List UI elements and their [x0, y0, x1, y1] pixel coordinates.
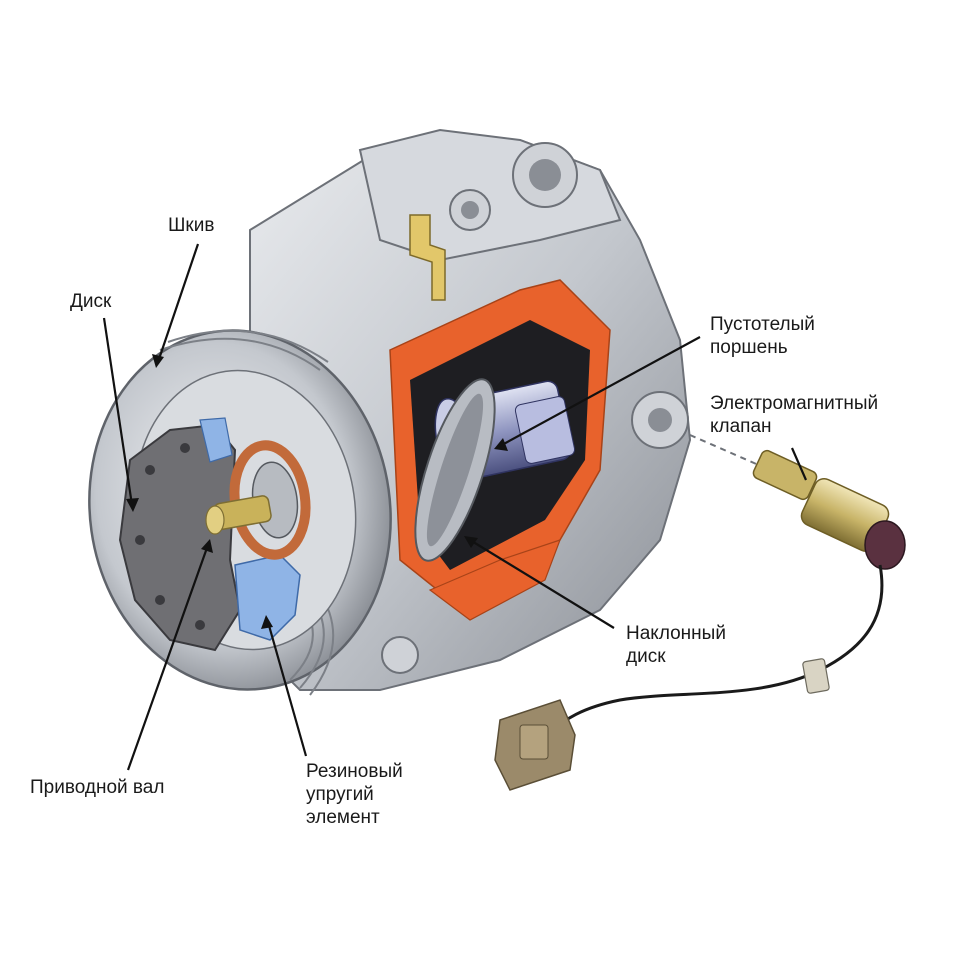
arrowhead-drive-shaft	[201, 539, 213, 553]
label-rubber-element-line-1: Резиновый	[306, 761, 403, 782]
mount-boss-bottom	[381, 636, 419, 674]
label-solenoid-valve: Электромагнитный клапан	[710, 392, 878, 438]
lower-cutaway	[428, 539, 562, 621]
leader-swash-plate	[469, 539, 615, 629]
label-disc: Диск	[70, 290, 111, 313]
leader-hollow-piston	[499, 336, 701, 447]
label-swash-plate: Наклонный диск	[626, 622, 726, 668]
leader-lines	[102, 243, 808, 771]
leader-disc	[102, 317, 134, 506]
side-port-bore	[461, 201, 479, 219]
rubber-element-upper	[199, 417, 233, 463]
connector-latch	[519, 724, 549, 760]
label-hollow-piston-line-2: поршень	[710, 337, 788, 358]
arrowhead-rubber-element	[261, 615, 273, 629]
label-disc-line-1: Диск	[70, 291, 112, 312]
swash-plate	[414, 378, 496, 562]
cable-clip	[802, 658, 830, 694]
label-rubber-element: Резиновый упругий элемент	[306, 760, 403, 829]
leader-drive-shaft	[126, 544, 210, 771]
leader-arrowheads	[126, 354, 508, 629]
mount-boss-right-bore	[648, 408, 672, 432]
drive-shaft-end	[205, 505, 225, 535]
valve-stem	[752, 449, 818, 501]
leader-pulley	[156, 243, 200, 363]
arrowhead-pulley	[152, 354, 164, 368]
solenoid-valve-assembly	[494, 434, 906, 791]
bracket-yellow	[409, 214, 446, 301]
arrowhead-swash-plate	[464, 536, 478, 548]
label-hollow-piston: Пустотелый поршень	[710, 313, 815, 359]
label-pulley: Шкив	[168, 214, 214, 237]
valve-axis-dashed	[689, 434, 771, 471]
leader-rubber-element	[266, 621, 308, 757]
label-rubber-element-line-2: упругий	[306, 784, 374, 805]
label-solenoid-valve-line-1: Электромагнитный	[710, 393, 879, 414]
pulley-clutch-assembly	[88, 329, 392, 696]
clutch-disc-holes	[135, 443, 205, 630]
label-swash-plate-line-1: Наклонный	[626, 623, 726, 644]
label-drive-shaft: Приводной вал	[30, 776, 164, 799]
valve-cable	[544, 564, 884, 737]
valve-cap	[864, 520, 906, 570]
label-drive-shaft-line-1: Приводной вал	[30, 777, 165, 798]
arrowhead-hollow-piston	[494, 438, 508, 451]
arrowhead-disc	[126, 498, 139, 512]
label-pulley-line-1: Шкив	[168, 215, 215, 236]
leader-solenoid-valve	[790, 447, 808, 481]
port-fitting-bore	[529, 159, 561, 191]
label-swash-plate-line-2: диск	[626, 646, 666, 667]
label-rubber-element-line-3: элемент	[306, 807, 380, 828]
label-solenoid-valve-line-2: клапан	[710, 416, 772, 437]
label-hollow-piston-line-1: Пустотелый	[710, 314, 815, 335]
